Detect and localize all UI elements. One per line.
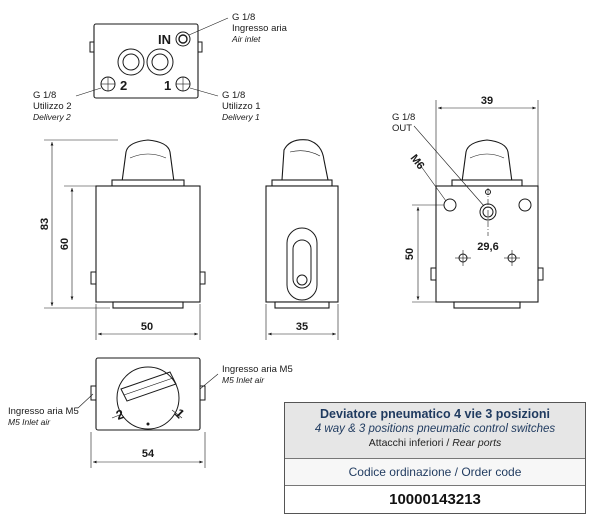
product-title: Deviatore pneumatico 4 vie 3 posizioni [320,407,550,421]
side-view: 35 [265,139,339,340]
in-port-label: IN [158,32,171,47]
screw-size: M6 [408,152,427,171]
bottom-view: 2 1 Ingresso aria M5 M5 Inlet air Ingres… [8,357,293,468]
delivery2-label-en: Delivery 2 [33,112,71,122]
dim-width-front: 50 [141,321,153,333]
delivery2-label-it: Utilizzo 2 [33,101,72,112]
m6-leader [417,161,447,202]
front-body [95,185,201,303]
bottom-dial-outer [116,366,180,430]
side-slot-hole [296,274,308,286]
in-port-inner [178,34,188,44]
dim-height-rear: 50 [404,248,416,260]
bottom-inlet-right-leader [199,373,219,390]
bottom-inlet-left-en: M5 Inlet air [8,417,51,427]
top-knob-outer-left [117,48,145,76]
front-knob-base [111,179,185,187]
title-block-header: Deviatore pneumatico 4 vie 3 posizioni 4… [285,403,585,459]
top-view-tab-right [197,41,203,53]
out-leader [413,125,485,207]
port-1-label: 1 [164,78,171,93]
product-subtitle: 4 way & 3 positions pneumatic control sw… [314,423,556,435]
dim-depth-side: 35 [296,321,308,333]
in-port-icon [175,31,191,47]
hole-spacing: 29,6 [477,241,498,253]
delivery1-label-en: Delivery 1 [222,112,260,122]
rear-view: 29,6 G 1/8 OUT M6 39 50 [392,95,544,309]
front-knob-line [129,153,167,159]
rear-mount-hole-right [518,198,532,212]
bottom-inlet-left-leader [77,393,94,409]
bottom-dial-lever-mid [123,377,174,396]
side-knob [281,139,329,181]
delivery1-thread: G 1/8 [222,90,245,101]
rear-knob [461,139,513,183]
top-knob-inner-right [151,53,169,71]
top-view: IN 2 1 G 1/8 Ingresso aria Air inlet G 1… [33,12,288,122]
dim-width-bottom: 54 [142,448,155,460]
bottom-inlet-left-it: Ingresso aria M5 [8,406,79,417]
bottom-tab-right [199,385,206,401]
ports-note-en: Rear ports [452,437,502,449]
side-bottom-plate [274,301,330,309]
inlet-label-en: Air inlet [231,34,261,44]
inlet-label-it: Ingresso aria [232,23,288,34]
ports-note: Attacchi inferiori / Rear ports [285,436,585,450]
front-tab-right [199,271,206,285]
front-tab-left [90,271,97,285]
title-block: Deviatore pneumatico 4 vie 3 posizioni 4… [284,402,586,514]
top-view-body [93,23,199,99]
dim-width-rear: 39 [481,95,493,107]
inlet-thread: G 1/8 [232,12,255,23]
order-code: 10000143213 [389,491,481,508]
rear-knob-line [469,153,505,159]
ports-note-sep: / [443,437,453,449]
front-bottom-plate [112,301,184,309]
top-knob-inner-left [122,53,140,71]
port-2-label: 2 [120,78,127,93]
side-body [265,185,339,303]
bottom-dial-lever [120,371,177,402]
side-slot-outer [286,227,318,301]
bottom-inlet-right-en: M5 Inlet air [222,375,265,385]
rear-body [435,185,539,303]
rear-knob-base [451,179,523,187]
out-label: OUT [392,123,412,134]
dim-height-total: 83 [39,218,51,230]
out-thread: G 1/8 [392,112,415,123]
top-knob-outer-right [146,48,174,76]
order-code-label: Codice ordinazione / Order code [285,459,585,486]
bottom-inlet-right-it: Ingresso aria M5 [222,364,293,375]
side-knob-line [289,150,321,157]
delivery2-leader [75,87,102,97]
top-view-tab-left [89,41,95,53]
dim-height-body: 60 [59,238,71,250]
rear-tab-right [537,267,544,281]
rear-tab-left [430,267,437,281]
delivery1-leader [189,87,219,97]
ports-note-it: Attacchi inferiori [368,437,444,449]
front-knob [121,139,175,183]
bottom-left-tick [111,413,123,419]
bottom-dial-mark [146,422,150,426]
delivery1-label-it: Utilizzo 1 [222,101,261,112]
side-knob-base [271,179,333,187]
inlet-leader [188,17,229,36]
side-slot-inner [292,239,312,289]
front-view: 83 60 50 [39,139,206,340]
bottom-right-tick [171,409,183,419]
rear-bottom-plate [453,301,521,309]
delivery2-thread: G 1/8 [33,90,56,101]
bottom-tab-left [90,385,97,401]
